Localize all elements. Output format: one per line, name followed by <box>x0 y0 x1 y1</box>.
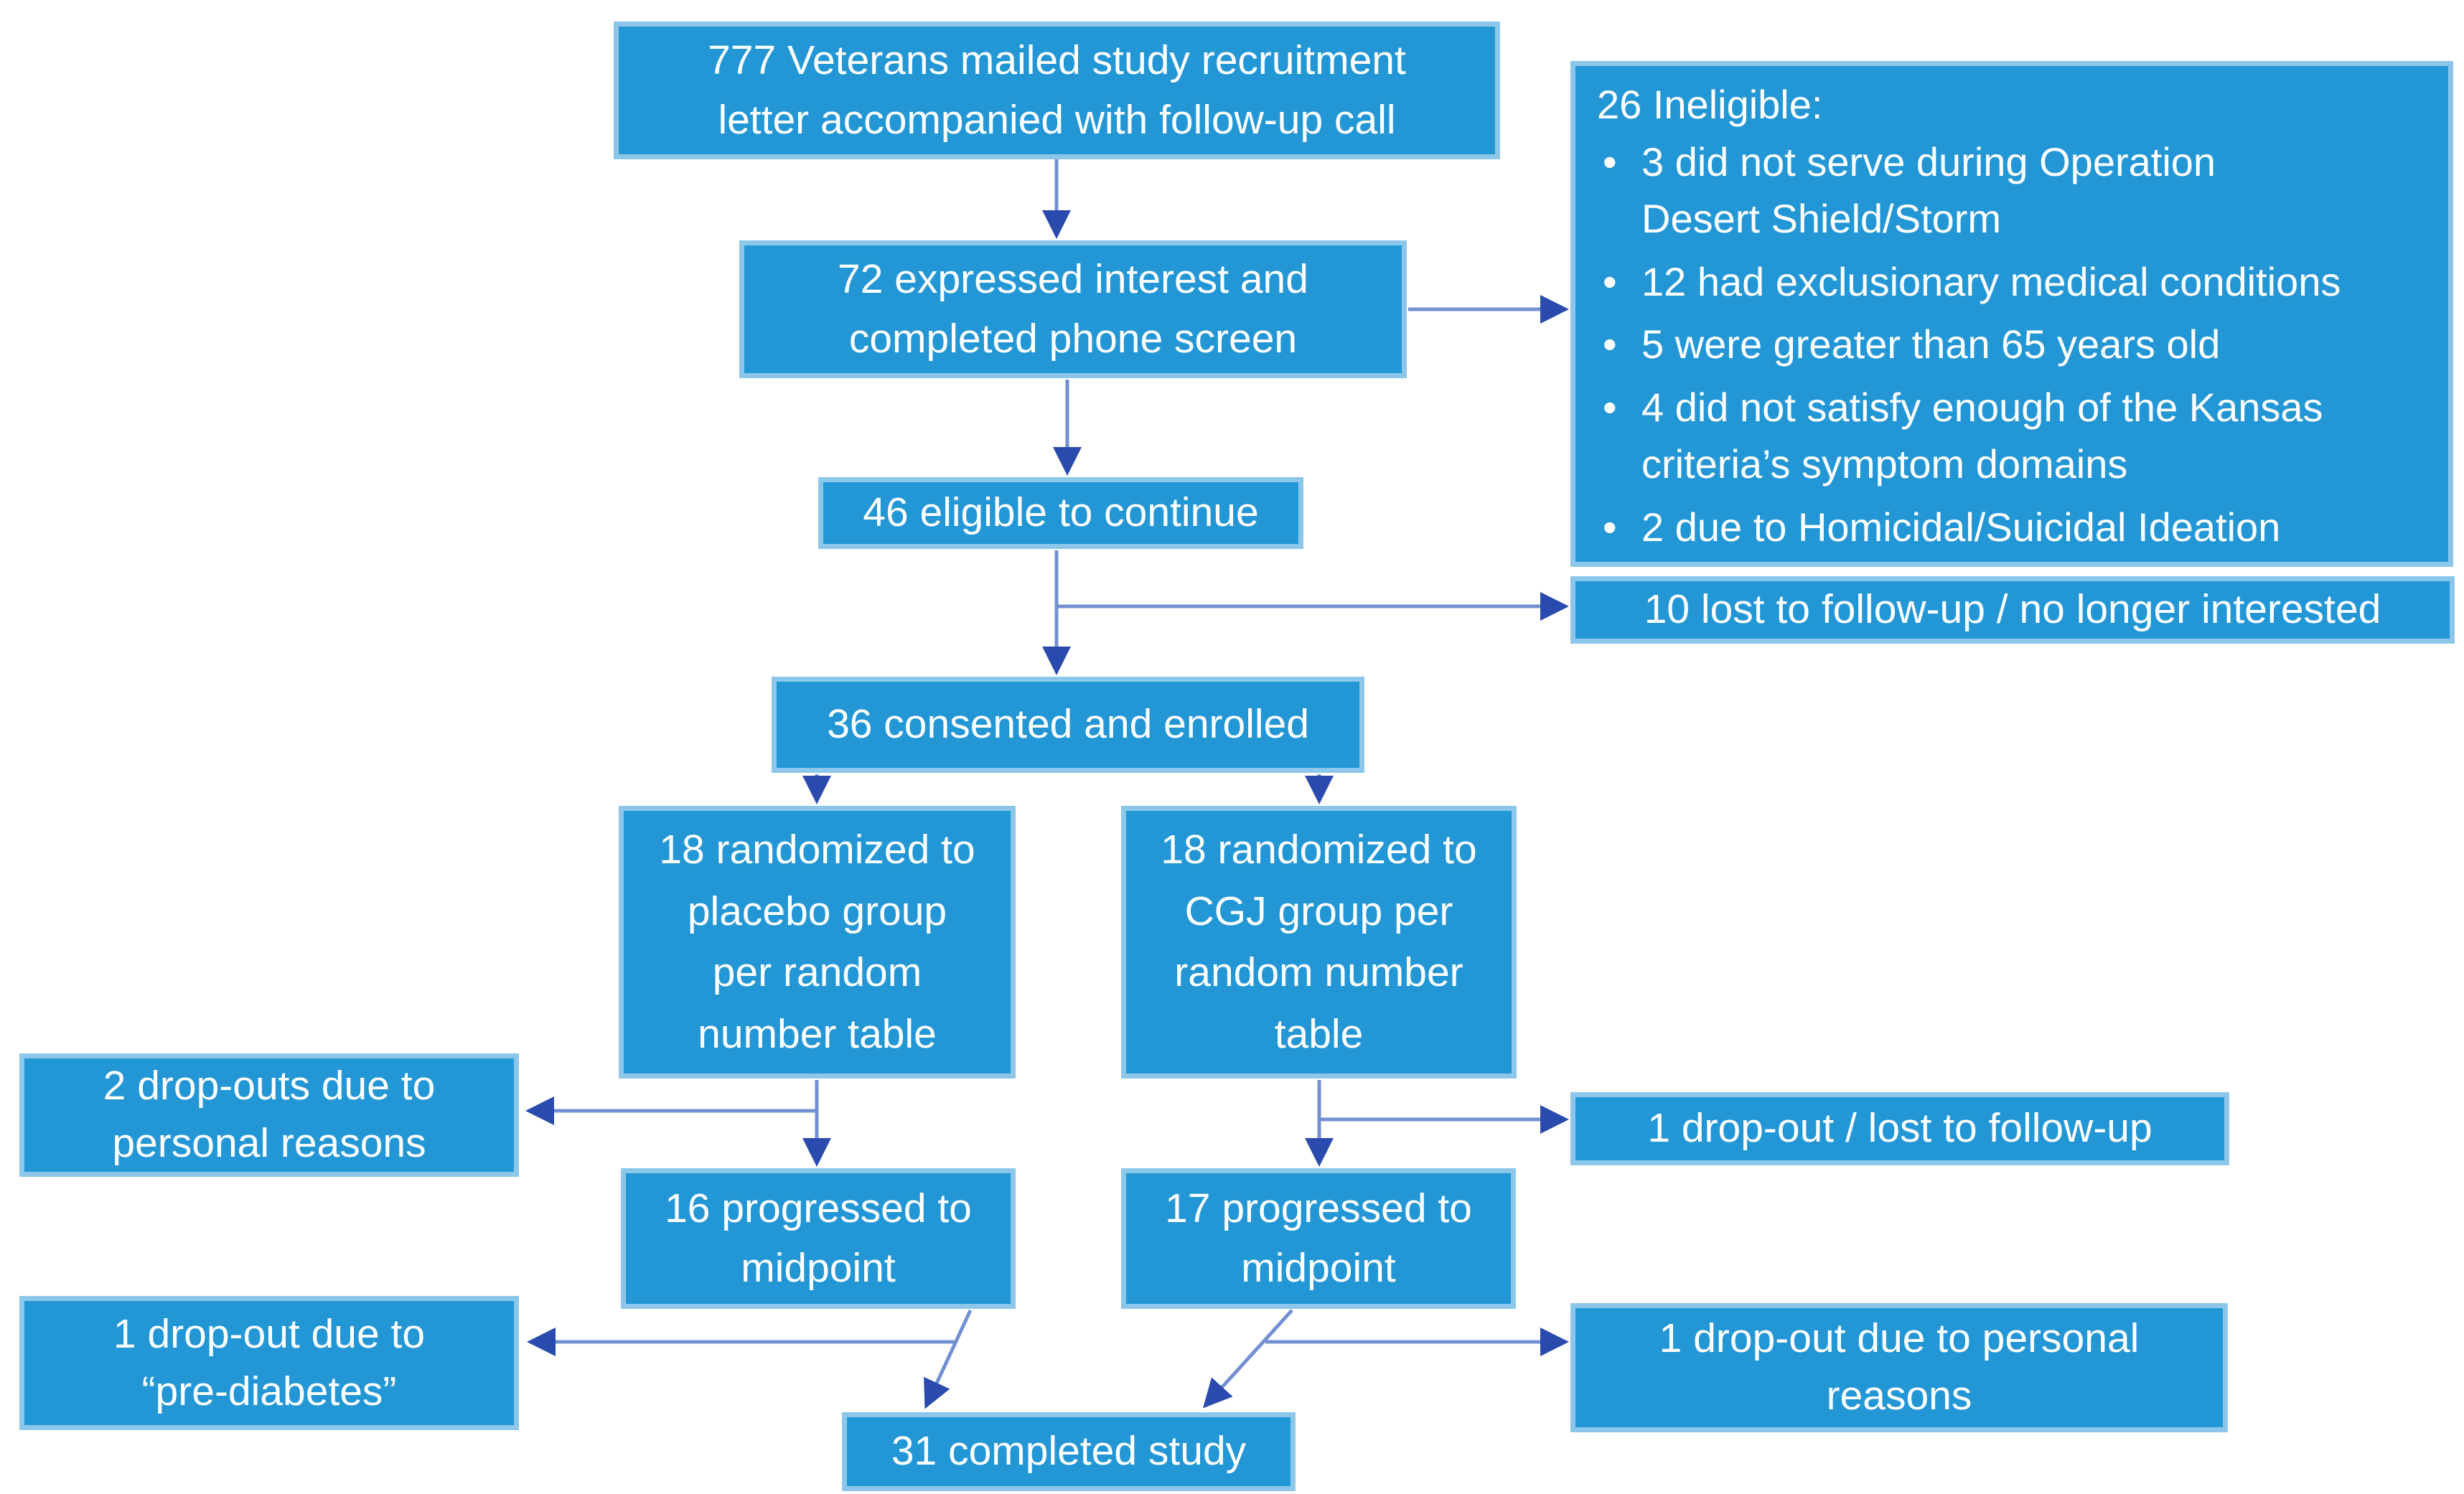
node-consented: 36 consented and enrolled <box>772 677 1364 773</box>
ineligible-reason: 12 had exclusionary medical conditions <box>1597 253 2427 311</box>
node-midpoint-cgj: 17 progressed to midpoint <box>1121 1168 1516 1309</box>
node-dropout-personal-right: 1 drop-out due to personal reasons <box>1570 1303 2228 1432</box>
node-completed: 31 completed study <box>842 1412 1296 1491</box>
node-midpoint-placebo: 16 progressed to midpoint <box>621 1168 1016 1309</box>
node-dropout-prediabetes: 1 drop-out due to “pre-diabetes” <box>19 1296 519 1430</box>
ineligible-reason-list: 3 did not serve during Operation Desert … <box>1597 133 2427 562</box>
node-mailed-recruitment: 777 Veterans mailed study recruitment le… <box>614 22 1500 159</box>
ineligible-reason: 2 due to Homicidal/Suicidal Ideation <box>1597 499 2427 556</box>
ineligible-reason: 5 were greater than 65 years old <box>1597 316 2427 373</box>
ineligible-reason: 3 did not serve during Operation Desert … <box>1597 133 2427 248</box>
node-randomized-cgj: 18 randomized to CGJ group per random nu… <box>1121 806 1517 1079</box>
node-lost-followup: 10 lost to follow-up / no longer interes… <box>1570 576 2455 644</box>
connector-midpoint17-to-completed <box>1202 1309 1293 1409</box>
ineligible-reason: 4 did not satisfy enough of the Kansas c… <box>1597 379 2427 493</box>
node-phone-screen: 72 expressed interest and completed phon… <box>739 240 1407 378</box>
node-eligible: 46 eligible to continue <box>818 477 1303 549</box>
ineligible-heading: 26 Ineligible: <box>1597 82 1823 127</box>
node-dropout-lost-followup: 1 drop-out / lost to follow-up <box>1570 1092 2229 1165</box>
node-dropouts-personal-left: 2 drop-outs due to personal reasons <box>19 1053 519 1177</box>
node-randomized-placebo: 18 randomized to placebo group per rando… <box>619 806 1016 1079</box>
node-ineligible: 26 Ineligible: 3 did not serve during Op… <box>1570 61 2453 567</box>
connector-midpoint16-to-completed <box>924 1309 973 1409</box>
